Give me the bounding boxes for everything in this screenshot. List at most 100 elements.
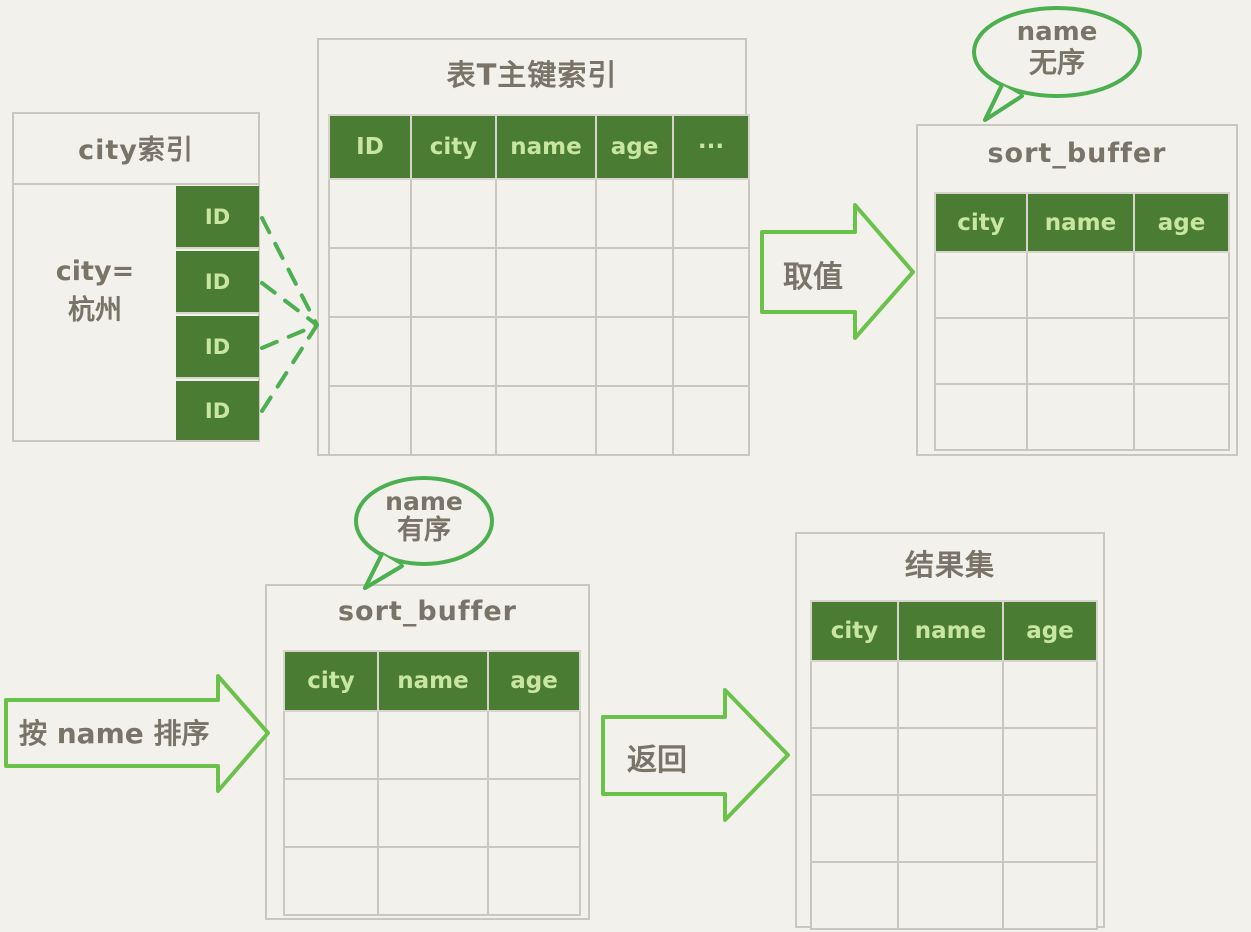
table-cell [595, 178, 674, 249]
city-index-title: city索引 [78, 135, 194, 166]
table-row [328, 247, 750, 318]
table-cell [410, 247, 497, 318]
connector-line [260, 216, 319, 327]
table-row [810, 861, 1098, 930]
column-header-age: age [595, 114, 674, 180]
bubble-line-2: 有序 [397, 515, 451, 546]
sort-buffer-bottom-table: city name age [283, 650, 581, 916]
column-header-name: name [897, 600, 1004, 662]
column-header-name: name [1026, 192, 1135, 253]
table-cell [377, 846, 489, 916]
column-header-city: city [410, 114, 497, 180]
sort-buffer-top-table: city name age [934, 192, 1230, 451]
table-cell [487, 778, 581, 848]
table-cell [1133, 317, 1230, 385]
table-cell [934, 317, 1028, 385]
city-index-id-cell: ID [176, 381, 259, 440]
city-index-condition-line2: 杭州 [68, 295, 122, 327]
table-cell [595, 385, 674, 456]
table-cell [1026, 317, 1135, 385]
table-row [934, 383, 1230, 451]
primary-index-table: ID city name age ··· [328, 114, 750, 456]
table-cell [1026, 383, 1135, 451]
sort-buffer-top-title: sort_buffer [987, 138, 1167, 169]
table-row [328, 316, 750, 387]
table-header-row: ID city name age ··· [328, 114, 750, 180]
connector-line [260, 323, 319, 413]
bubble-line-2: 无序 [1028, 46, 1085, 80]
table-row [810, 660, 1098, 729]
sort-arrow-label: 按 name 排序 [19, 717, 210, 750]
bubble-line-1: name [1016, 17, 1098, 47]
table-cell [934, 383, 1028, 451]
table-cell [810, 727, 899, 796]
table-cell [1002, 861, 1098, 930]
primary-index-title: 表T主键索引 [446, 58, 618, 92]
table-cell [672, 178, 750, 249]
result-set-table: city name age [810, 600, 1098, 930]
table-row [810, 794, 1098, 863]
column-header-city: city [810, 600, 899, 662]
table-cell [487, 846, 581, 916]
table-cell [410, 316, 497, 387]
table-header-row: city name age [934, 192, 1230, 253]
city-index-id-cell: ID [176, 251, 259, 314]
table-cell [897, 660, 1004, 729]
column-header-name: name [377, 650, 489, 712]
table-row [328, 178, 750, 249]
table-cell [897, 861, 1004, 930]
table-cell [810, 861, 899, 930]
column-header-age: age [1002, 600, 1098, 662]
table-cell [328, 178, 412, 249]
return-arrow-label: 返回 [627, 743, 687, 778]
table-cell [672, 247, 750, 318]
table-cell [934, 251, 1028, 319]
city-index-id-cell: ID [176, 316, 259, 379]
table-cell [810, 660, 899, 729]
table-row [810, 727, 1098, 796]
table-row [283, 846, 581, 916]
table-cell [283, 846, 379, 916]
table-row [283, 778, 581, 848]
connector-line [260, 281, 319, 327]
table-header-row: city name age [283, 650, 581, 712]
table-row [934, 317, 1230, 385]
table-cell [495, 316, 597, 387]
table-cell [672, 385, 750, 456]
column-header-age: age [487, 650, 581, 712]
table-header-row: city name age [810, 600, 1098, 662]
table-cell [377, 710, 489, 780]
table-cell [410, 178, 497, 249]
table-cell [595, 316, 674, 387]
table-cell [495, 178, 597, 249]
table-cell [897, 794, 1004, 863]
table-row [934, 251, 1230, 319]
table-row [328, 385, 750, 456]
city-index-divider [14, 183, 258, 185]
sort-buffer-bottom-title: sort_buffer [337, 596, 517, 627]
table-cell [1133, 251, 1230, 319]
table-cell [487, 710, 581, 780]
table-cell [328, 247, 412, 318]
table-cell [1026, 251, 1135, 319]
table-cell [595, 247, 674, 318]
table-cell [328, 316, 412, 387]
column-header-city: city [934, 192, 1028, 253]
table-cell [410, 385, 497, 456]
name-unordered-bubble-text: name 无序 [977, 17, 1137, 80]
table-cell [328, 385, 412, 456]
result-set-title: 结果集 [904, 548, 995, 582]
column-header-id: ID [328, 114, 412, 180]
table-row [283, 710, 581, 780]
table-cell [283, 778, 379, 848]
column-header-more: ··· [672, 114, 750, 180]
table-cell [377, 778, 489, 848]
table-cell [672, 316, 750, 387]
column-header-age: age [1133, 192, 1230, 253]
bubble-line-1: name [385, 487, 463, 516]
column-header-name: name [495, 114, 597, 180]
table-cell [810, 794, 899, 863]
table-cell [495, 385, 597, 456]
city-index-condition-line1: city= [55, 256, 135, 287]
